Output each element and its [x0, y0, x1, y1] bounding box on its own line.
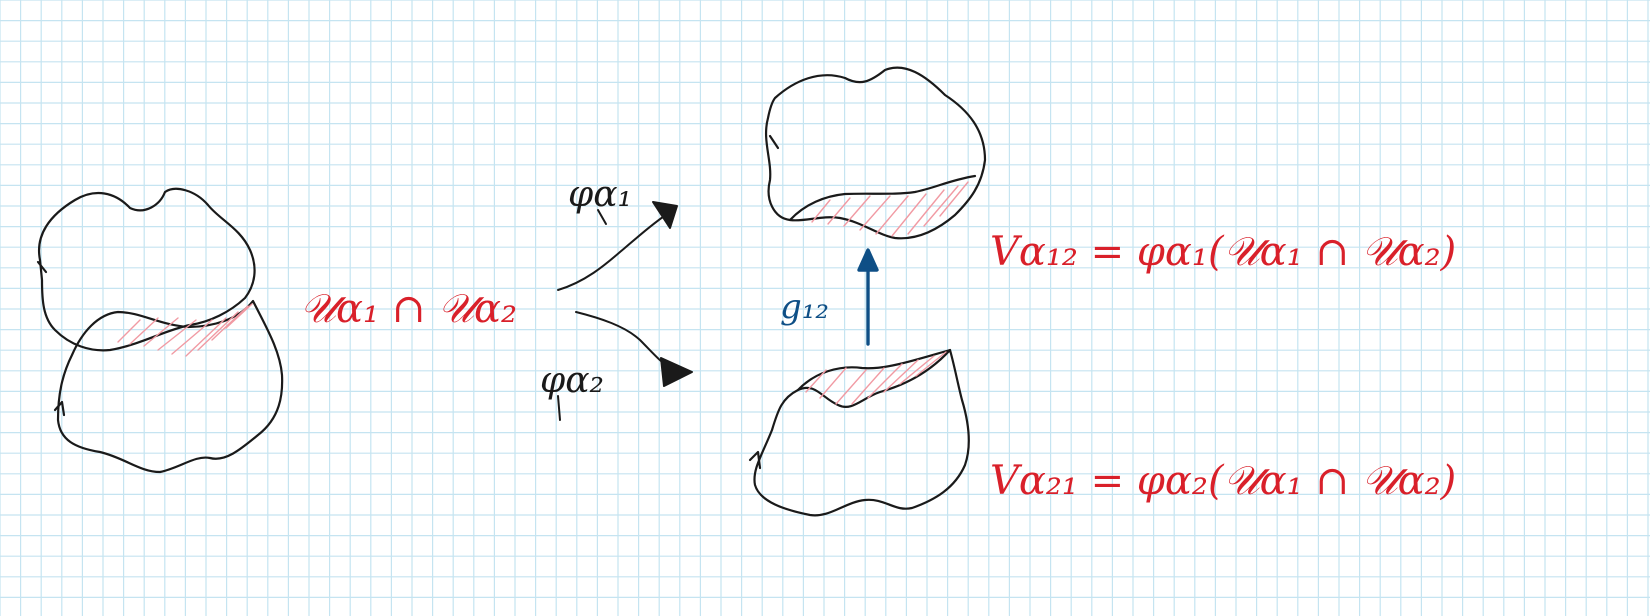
v12-hatching: [811, 181, 969, 237]
left-overlap-hatching: [117, 303, 253, 357]
left-lower-set: [53, 299, 284, 474]
left-upper-set: [36, 187, 256, 352]
v12-equation: Vα₁₂ = φα₁(𝒰α₁ ∩ 𝒰α₂): [990, 229, 1456, 275]
phi-1-arrow: [557, 201, 678, 291]
g12-label: g₁₂: [780, 287, 829, 327]
phi-2-arrow: [575, 311, 693, 387]
v21-hatching: [805, 351, 947, 405]
intersection-label: 𝒰α₁ ∩ 𝒰α₂: [300, 286, 517, 332]
phi-2-label: φα₂: [540, 360, 604, 401]
phi-1-label: φα₁: [568, 174, 632, 215]
v21-equation: Vα₂₁ = φα₂(𝒰α₁ ∩ 𝒰α₂): [990, 458, 1456, 504]
phi-2-label-flourish: [557, 395, 561, 421]
v21-set: [748, 348, 970, 517]
phi-1-label-flourish: [597, 209, 607, 225]
v12-set: [764, 66, 987, 240]
g12-transition-arrow: [857, 248, 879, 346]
